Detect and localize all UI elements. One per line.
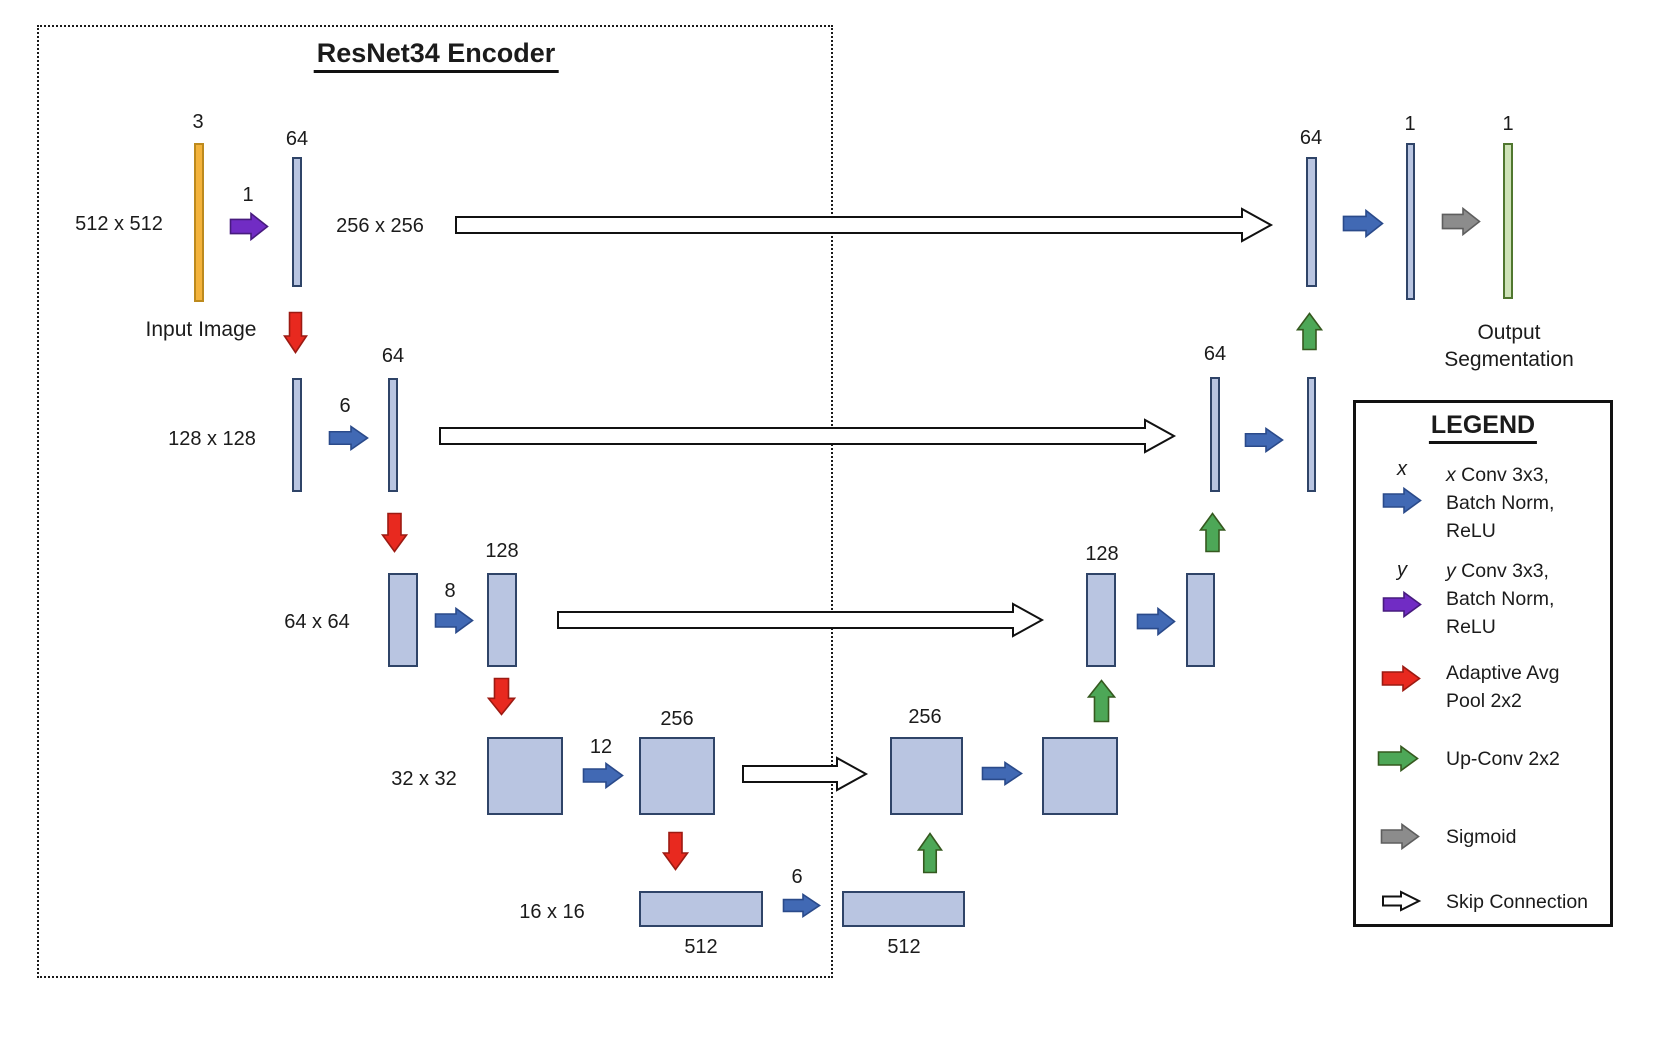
feature-block-dec4-in (890, 737, 963, 815)
x-conv-arrow-icon (582, 761, 624, 790)
feature-block-enc4-out (639, 737, 715, 815)
feature-block-dec2-in (1210, 377, 1220, 492)
channel-label: 1 (1404, 113, 1416, 135)
legend-item-x-conv-label: x Conv 3x3,Batch Norm,ReLU (1446, 464, 1555, 542)
channel-label: 64 (285, 128, 309, 150)
legend-title: LEGEND (1428, 411, 1538, 444)
up-conv-arrow-icon (1295, 312, 1324, 351)
sigmoid-arrow-icon (1441, 206, 1481, 237)
input-image-block (194, 143, 204, 302)
dim-label: 128 x 128 (168, 428, 256, 450)
x-conv-arrow-icon (1244, 426, 1284, 454)
feature-block-enc2-in (292, 378, 302, 492)
input-image-label: Input Image (145, 318, 257, 341)
channel-label: 512 (887, 936, 921, 958)
dim-label: 64 x 64 (284, 611, 350, 633)
x-conv-arrow-icon (328, 424, 369, 452)
channel-label: 256 (660, 708, 694, 730)
resnet34-encoder-box (37, 25, 833, 978)
dim-label: 256 x 256 (336, 215, 424, 237)
feature-block-enc1-conv (292, 157, 302, 287)
legend-x-conv-arrow-icon (1382, 486, 1422, 515)
channel-label: 128 (485, 540, 519, 562)
arrow-count-label: 6 (339, 395, 351, 417)
feature-block-dec1-out (1406, 143, 1415, 300)
legend-arrow-letter: y (1397, 559, 1407, 581)
legend-item-y-conv-label: y Conv 3x3,Batch Norm,ReLU (1446, 560, 1555, 638)
encoder-title: ResNet34 Encoder (313, 38, 559, 73)
feature-block-dec4-out (1042, 737, 1118, 815)
feature-block-enc3-out (487, 573, 517, 667)
dim-label: 32 x 32 (391, 768, 457, 790)
up-conv-arrow-icon (1198, 512, 1227, 553)
legend-item-skip-connection-label: Skip Connection (1446, 891, 1589, 913)
feature-block-dec1-in (1306, 157, 1317, 287)
channel-label: 64 (1299, 127, 1323, 149)
legend-skip-connection-arrow-icon (1382, 890, 1422, 912)
dim-label: 16 x 16 (519, 901, 585, 923)
feature-block-dec3-in (1086, 573, 1116, 667)
x-conv-arrow-icon (1136, 606, 1176, 637)
legend-up-conv-arrow-icon (1377, 744, 1419, 773)
feature-block-dec5 (842, 891, 965, 927)
skip-connection-arrow-icon (455, 207, 1274, 243)
y-conv-arrow-icon (229, 211, 269, 242)
channel-label: 512 (684, 936, 718, 958)
up-conv-arrow-icon (916, 832, 944, 874)
feature-block-enc4-in (487, 737, 563, 815)
legend-item-sigmoid-label: Sigmoid (1446, 826, 1517, 848)
skip-connection-arrow-icon (742, 756, 869, 792)
channel-label: 3 (192, 111, 204, 133)
x-conv-arrow-icon (434, 606, 474, 635)
output-segmentation-block (1503, 143, 1513, 299)
adaptive-avg-pool-arrow-icon (283, 311, 308, 354)
adaptive-avg-pool-arrow-icon (486, 677, 517, 716)
channel-label: 1 (1502, 113, 1514, 135)
arrow-count-label: 6 (791, 866, 803, 888)
legend-arrow-letter: x (1397, 458, 1407, 480)
adaptive-avg-pool-arrow-icon (661, 831, 690, 871)
x-conv-arrow-icon (981, 761, 1023, 786)
feature-block-dec2-out (1307, 377, 1316, 492)
feature-block-dec3-out (1186, 573, 1215, 667)
feature-block-enc5 (639, 891, 763, 927)
arrow-count-label: 8 (444, 580, 456, 602)
feature-block-enc2-out (388, 378, 398, 492)
channel-label: 256 (908, 706, 942, 728)
arrow-count-label: 12 (589, 736, 613, 758)
x-conv-arrow-icon (782, 893, 821, 918)
feature-block-enc3-in (388, 573, 418, 667)
dim-label: 512 x 512 (75, 213, 163, 235)
legend-adaptive-avg-pool-arrow-icon (1381, 664, 1421, 693)
legend-item-up-conv-label: Up-Conv 2x2 (1446, 748, 1560, 770)
output-segmentation-label: Output Segmentation (1444, 321, 1574, 371)
up-conv-arrow-icon (1086, 679, 1117, 723)
channel-label: 128 (1085, 543, 1119, 565)
arrow-count-label: 1 (242, 184, 254, 206)
legend-y-conv-arrow-icon (1382, 590, 1422, 619)
x-conv-arrow-icon (1342, 208, 1384, 239)
channel-label: 64 (381, 345, 405, 367)
legend-sigmoid-arrow-icon (1380, 822, 1420, 851)
skip-connection-arrow-icon (557, 602, 1045, 638)
adaptive-avg-pool-arrow-icon (380, 512, 409, 553)
channel-label: 64 (1203, 343, 1227, 365)
skip-connection-arrow-icon (439, 418, 1177, 454)
